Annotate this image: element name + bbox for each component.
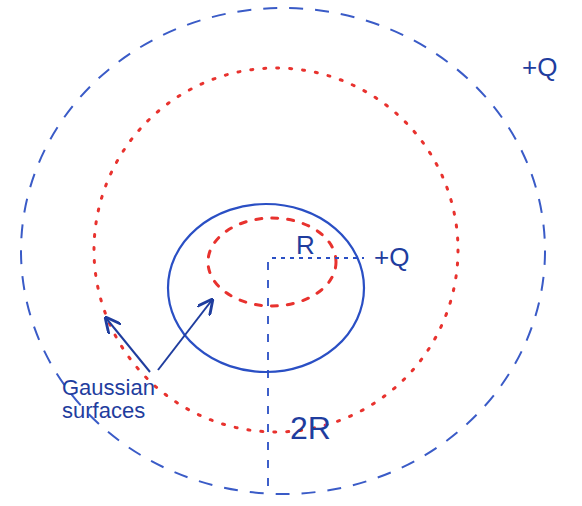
dimension-label: 2R <box>290 412 331 446</box>
outer-shell <box>21 8 545 494</box>
leader-arrow <box>158 300 212 370</box>
charged-sphere <box>168 204 364 372</box>
radius-label: R <box>296 232 315 259</box>
charge-label: +Q <box>522 54 557 81</box>
gaussian-surface-inner <box>208 218 336 306</box>
radius-line <box>272 257 364 259</box>
charge-label: +Q <box>374 244 409 271</box>
radius-2r-line <box>267 262 269 494</box>
leader-arrow <box>106 318 150 372</box>
gaussian-label: Gaussian surfaces <box>62 376 182 422</box>
